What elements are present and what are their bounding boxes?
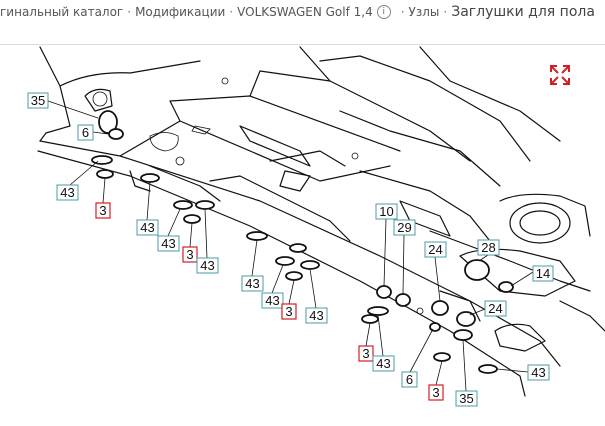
svg-text:3: 3: [186, 247, 193, 262]
breadcrumb-nodes[interactable]: Узлы: [408, 4, 440, 19]
svg-text:43: 43: [60, 185, 74, 200]
floor-plugs: [91, 110, 514, 374]
svg-text:3: 3: [285, 304, 292, 319]
breadcrumb-separator: ·: [400, 4, 405, 19]
plug: [108, 128, 124, 140]
callout-43[interactable]: 43: [527, 364, 550, 381]
plug: [478, 364, 498, 374]
callout-43[interactable]: 43: [372, 355, 395, 372]
plug: [275, 256, 295, 266]
svg-text:3: 3: [432, 385, 439, 400]
callout-24[interactable]: 24: [424, 241, 447, 258]
svg-text:43: 43: [140, 220, 154, 235]
breadcrumb: гинальный каталог·Модификации·VOLKSWAGEN…: [0, 0, 605, 22]
callout-35[interactable]: 35: [455, 390, 478, 407]
svg-text:35: 35: [459, 391, 473, 406]
callout-35[interactable]: 35: [27, 92, 49, 109]
plug: [431, 300, 449, 316]
plug: [91, 155, 113, 165]
page-title: Заглушки для пола: [451, 3, 595, 20]
plug: [464, 259, 490, 281]
svg-text:29: 29: [397, 220, 411, 235]
svg-text:3: 3: [362, 346, 369, 361]
svg-text:24: 24: [428, 242, 442, 257]
svg-text:14: 14: [536, 266, 550, 281]
callout-24[interactable]: 24: [484, 300, 507, 317]
plug: [453, 329, 473, 341]
svg-text:43: 43: [265, 293, 279, 308]
leader-lines: [47, 100, 534, 392]
svg-text:43: 43: [245, 276, 259, 291]
svg-text:6: 6: [82, 125, 89, 140]
callout-3[interactable]: 3: [428, 384, 444, 401]
svg-text:3: 3: [99, 203, 106, 218]
svg-text:10: 10: [379, 204, 393, 219]
callout-43[interactable]: 43: [196, 257, 219, 274]
callout-43[interactable]: 43: [157, 235, 180, 252]
plug: [246, 231, 268, 241]
callout-43[interactable]: 43: [136, 219, 159, 236]
callout-3[interactable]: 3: [182, 246, 198, 263]
plug: [195, 200, 215, 210]
callout-43[interactable]: 43: [305, 307, 328, 324]
plug: [173, 200, 193, 210]
plug: [433, 352, 451, 362]
callout-3[interactable]: 3: [281, 303, 297, 320]
plug: [456, 311, 476, 327]
svg-text:43: 43: [200, 258, 214, 273]
plug: [395, 293, 411, 307]
callout-28[interactable]: 28: [477, 239, 500, 256]
parts-diagram-panel: 35 6 43 3 43 43 3 43 43 43 3 43 10 29 24…: [0, 44, 605, 426]
callout-43[interactable]: 43: [241, 275, 264, 292]
breadcrumb-catalog[interactable]: гинальный каталог: [0, 4, 124, 19]
callout-6[interactable]: 6: [401, 371, 418, 388]
plug: [140, 173, 160, 183]
breadcrumb-separator: ·: [229, 4, 234, 19]
plug: [429, 322, 441, 332]
callouts: 35 6 43 3 43 43 3 43 43 43 3 43 10 29 24…: [27, 92, 554, 407]
svg-text:43: 43: [531, 365, 545, 380]
plug: [361, 314, 379, 324]
svg-text:24: 24: [488, 301, 502, 316]
callout-29[interactable]: 29: [393, 219, 416, 236]
breadcrumb-modifications[interactable]: Модификации: [135, 4, 226, 19]
svg-text:35: 35: [31, 93, 45, 108]
plug: [98, 110, 118, 134]
parts-diagram: 35 6 43 3 43 43 3 43 43 43 3 43 10 29 24…: [27, 46, 605, 407]
breadcrumb-model[interactable]: VOLKSWAGEN Golf 1,4: [237, 4, 373, 19]
svg-text:28: 28: [481, 240, 495, 255]
plug: [285, 271, 303, 281]
plug: [376, 285, 392, 299]
callout-14[interactable]: 14: [532, 265, 554, 282]
svg-text:43: 43: [309, 308, 323, 323]
info-icon[interactable]: i: [376, 4, 391, 19]
plug: [96, 169, 114, 179]
callout-3[interactable]: 3: [358, 345, 374, 362]
callout-3[interactable]: 3: [95, 202, 111, 219]
breadcrumb-separator: ·: [443, 4, 448, 19]
floor-pan-drawing: [37, 46, 605, 397]
plug: [300, 260, 320, 270]
plug: [367, 306, 389, 316]
callout-43[interactable]: 43: [56, 184, 79, 201]
svg-text:43: 43: [376, 356, 390, 371]
callout-6[interactable]: 6: [77, 124, 94, 141]
svg-text:6: 6: [406, 372, 413, 387]
svg-text:43: 43: [161, 236, 175, 251]
plug: [289, 243, 307, 253]
callout-10[interactable]: 10: [375, 203, 398, 220]
expand-icon[interactable]: [547, 62, 573, 88]
plug: [183, 214, 201, 224]
plug: [498, 281, 514, 293]
callout-43[interactable]: 43: [261, 292, 284, 309]
breadcrumb-separator: ·: [127, 4, 132, 19]
